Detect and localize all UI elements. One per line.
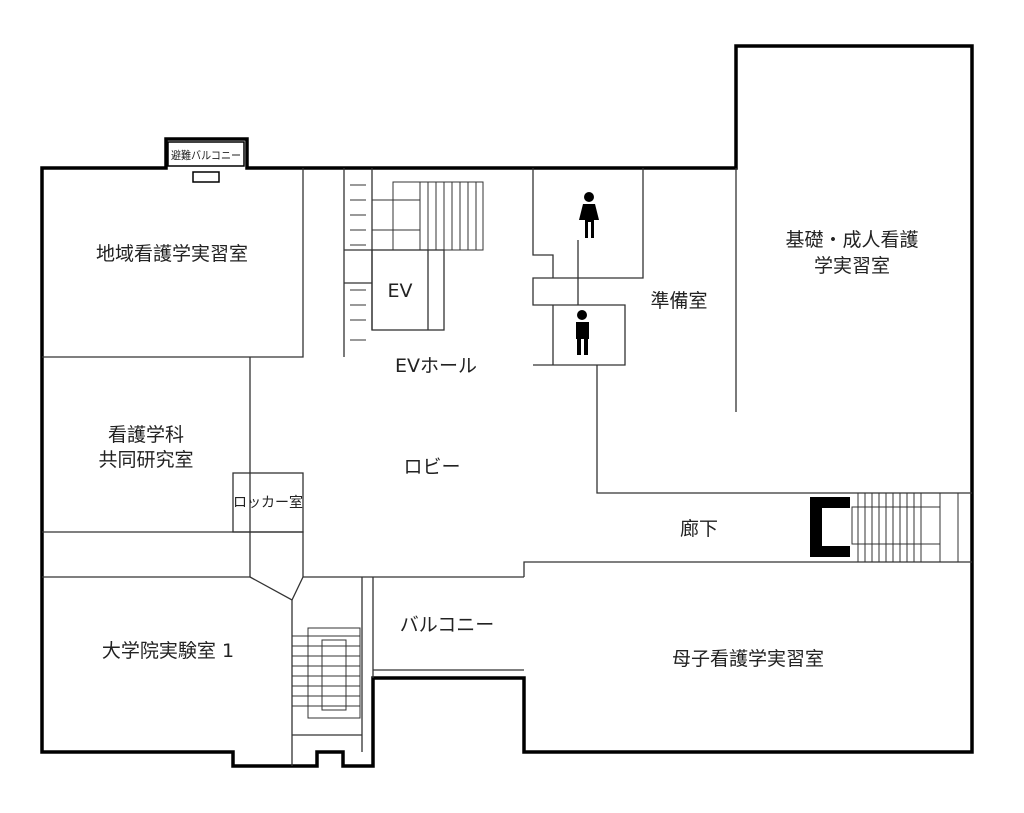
stair-block-walls — [291, 576, 373, 766]
evacuation-balcony-label: 避難バルコニー — [171, 148, 241, 162]
balcony-label: バルコニー — [400, 614, 495, 636]
maternal-lab-label: 母子看護学実習室 — [672, 648, 824, 670]
regional-lab-label: 地域看護学実習室 — [96, 243, 248, 265]
right-stairs — [810, 493, 959, 562]
balcony-walls — [372, 576, 524, 678]
male-restroom-icon — [576, 310, 589, 355]
research-room-label-2: 共同研究室 — [98, 449, 193, 471]
regional-lab-walls — [42, 168, 304, 358]
prep-room-label: 準備室 — [650, 290, 707, 312]
restroom-walls — [532, 168, 644, 366]
lobby-label: ロビー — [403, 456, 460, 478]
grad-lab-label: 大学院実験室 1 — [102, 640, 234, 662]
evacuation-hatch — [192, 171, 220, 183]
lower-stairs — [292, 627, 361, 719]
evacuation-balcony — [167, 141, 245, 167]
maternal-lab-wall — [523, 561, 972, 577]
locker-corridor-wall — [250, 531, 304, 577]
upper-stairs — [343, 168, 484, 357]
adult-lab-label-2: 学実習室 — [814, 255, 890, 277]
ev-label: EV — [387, 280, 412, 302]
ev-hall-label: EVホール — [395, 355, 477, 377]
corridor-top-wall — [596, 365, 972, 494]
research-room-label-1: 看護学科 — [108, 424, 184, 446]
diagonal-wall — [249, 576, 304, 601]
building-outline — [40, 44, 974, 768]
adult-lab-label-1: 基礎・成人看護 — [785, 229, 918, 251]
corridor-label: 廊下 — [680, 518, 718, 540]
locker-room — [232, 472, 304, 533]
female-restroom-icon — [579, 192, 599, 238]
locker-room-label: ロッカー室 — [233, 494, 303, 511]
elevator-shaft — [371, 249, 445, 331]
